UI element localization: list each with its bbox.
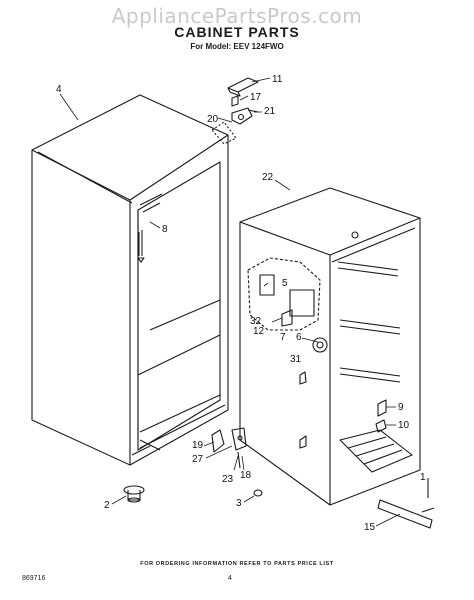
callout-10: 10 — [398, 420, 410, 431]
callout-27: 27 — [192, 454, 204, 465]
callout-1: 1 — [420, 472, 426, 483]
callout-17: 17 — [250, 92, 262, 103]
callout-5: 5 — [282, 278, 288, 289]
callout-15: 15 — [364, 522, 376, 533]
callout-11: 11 — [272, 74, 283, 85]
cabinet-liner — [239, 187, 421, 506]
callout-19: 19 — [192, 440, 204, 451]
callout-4: 4 — [56, 84, 62, 95]
fasteners-9-10 — [375, 399, 387, 433]
hinge-bracket-parts — [211, 427, 247, 469]
leveling-leg — [123, 485, 145, 503]
callout-21: 21 — [264, 106, 276, 117]
callout-9: 9 — [398, 402, 404, 413]
model-line: For Model: EEV 124FWO — [190, 42, 284, 51]
callout-31: 31 — [290, 354, 302, 365]
page-title: CABINET PARTS — [174, 24, 300, 40]
document-number: 869716 — [22, 575, 46, 582]
callout-22: 22 — [262, 172, 274, 183]
cabinet-shell — [31, 94, 229, 466]
callout-6: 6 — [296, 332, 302, 343]
top-hinge-parts — [211, 77, 259, 145]
callout-12: 12 — [253, 326, 265, 337]
ordering-note: FOR ORDERING INFORMATION REFER TO PARTS … — [140, 561, 334, 567]
callout-labels: 4 11 17 21 20 22 8 5 32 12 7 6 31 9 10 1… — [56, 74, 426, 533]
callout-8: 8 — [162, 224, 168, 235]
callout-18: 18 — [240, 470, 252, 481]
screw-part — [253, 489, 263, 497]
callout-3: 3 — [236, 498, 242, 509]
leader-lines — [59, 77, 401, 527]
watermark: AppliancePartsPros.com — [111, 4, 363, 28]
page-number: 4 — [228, 575, 232, 582]
callout-32: 32 — [250, 316, 262, 327]
base-rail — [377, 478, 435, 529]
callout-2: 2 — [104, 500, 110, 511]
callout-20: 20 — [207, 114, 219, 125]
callout-7: 7 — [280, 332, 286, 343]
callout-23: 23 — [222, 474, 234, 485]
